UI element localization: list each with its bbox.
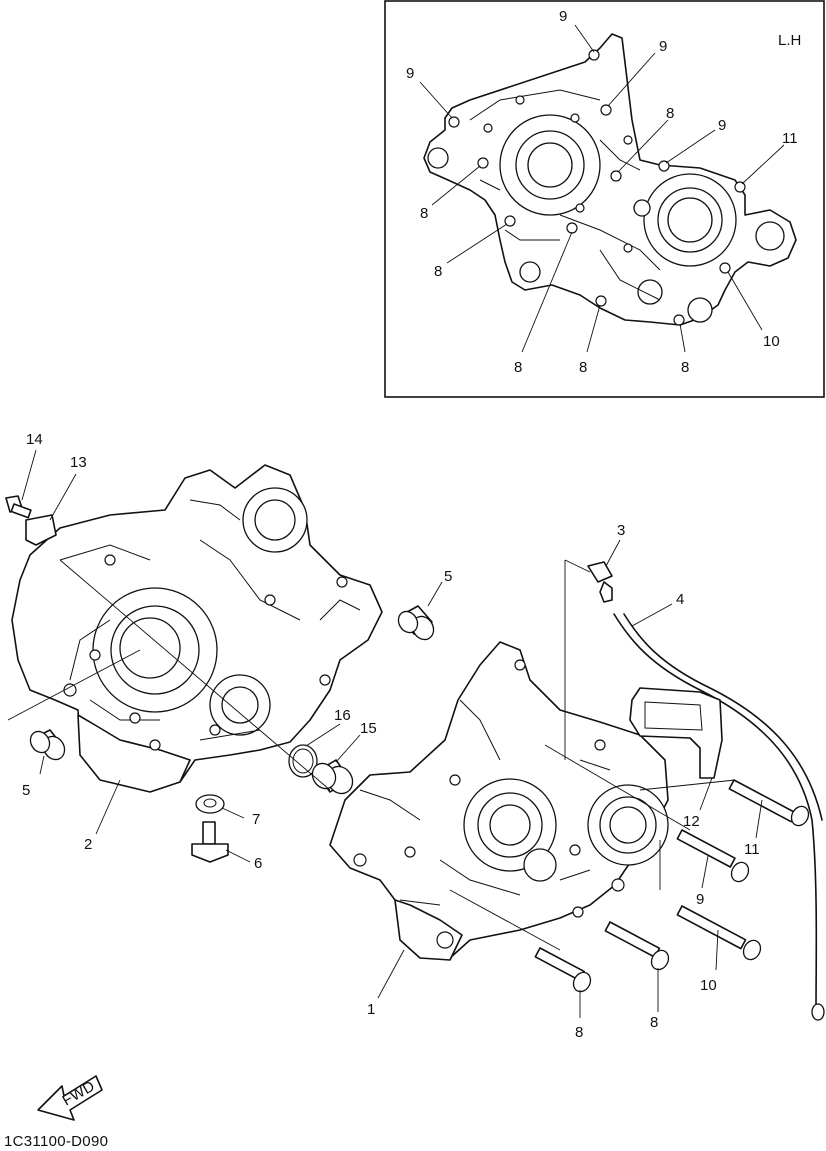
callout-2: 2 [84,836,92,853]
callout-3: 3 [617,522,625,539]
callout-11: 11 [744,841,760,858]
inset-case-outline [423,33,797,326]
callout-15: 15 [360,720,377,737]
crankcase-right-bearing-2-inner [609,806,647,844]
callout-7: 7 [252,811,260,828]
bolt-9 [676,829,750,883]
dowel-pin-5-lower [29,729,66,761]
fitting-3 [587,561,613,603]
crankcase-right-part-1 [329,641,669,961]
inset-callout-8: 8 [434,263,442,280]
drain-bolt-6 [191,821,229,863]
washer-7 [195,794,225,814]
inset-callout-9: 9 [718,117,726,134]
forward-direction-arrow: FWD [37,1075,103,1121]
crankcase-right-bearing-inner [489,804,531,846]
o-ring-16-inner [292,748,314,774]
inset-callout-8: 8 [514,359,522,376]
crankcase-left-base [77,714,191,793]
bolt-11 [728,779,810,827]
diagram-code: 1C31100-D090 [4,1133,108,1150]
crankcase-right-boss [523,848,557,882]
collar-15 [311,759,354,795]
callout-4: 4 [676,591,684,608]
inset-callout-8: 8 [579,359,587,376]
washer-7-hole [203,798,217,808]
inset-boss-d [637,279,663,305]
inset-callout-8: 8 [681,359,689,376]
callout-10: 10 [700,977,717,994]
callout-6: 6 [254,855,262,872]
bolt-10 [676,905,762,961]
callout-16: 16 [334,707,351,724]
callout-8: 8 [650,1014,658,1031]
inset-callout-8: 8 [666,105,674,122]
inset-left-hand-view: L.H [384,0,825,398]
callout-1: 1 [367,1001,375,1018]
callout-9: 9 [696,891,704,908]
inset-boss-e [687,297,713,323]
crankcase-left-part-2 [11,464,383,793]
inset-webbing [469,89,661,301]
callout-12: 12 [683,813,700,830]
crankcase-right-bolt-bosses [353,659,625,949]
crankcase-right-ribs [359,699,611,906]
callout-numbers: 14 13 3 4 5 5 16 15 7 6 2 12 11 9 10 1 8… [22,431,760,1041]
dowel-pin-5-upper [397,605,435,641]
callout-5: 5 [444,568,452,585]
guide-12 [629,687,723,779]
crankcase-left-ribs [59,499,361,741]
breather-hose-4-edge [623,613,823,821]
inset-leaders [419,24,785,353]
crankcase-left-bearing-inner [119,617,181,679]
inset-boss-a [427,147,449,169]
plate-13 [25,514,57,546]
inset-callout-10: 10 [763,333,780,350]
callout-13: 13 [70,454,87,471]
hose-end [811,1003,825,1021]
inset-callout-numbers: 9 9 9 9 11 8 8 8 10 8 8 8 [406,8,798,376]
bolt-8-b [534,947,592,993]
breather-hose-4 [613,613,818,1011]
crankcase-left-housing-inner [254,499,296,541]
bolt-8-a [604,921,670,971]
inset-callout-9: 9 [406,65,414,82]
callout-14: 14 [26,431,43,448]
guide-12-slot [644,701,703,731]
crankcase-left-bolt-bosses [63,554,348,751]
inset-frame [384,0,825,398]
assembly-lines [7,559,736,951]
inset-boss-f [633,199,651,217]
inset-callout-9: 9 [559,8,567,25]
inset-callout-11: 11 [782,130,798,147]
callout-leaders [21,449,763,1018]
inset-boss-b [755,221,785,251]
inset-callout-8: 8 [420,205,428,222]
inset-side-label: L.H [778,32,801,49]
inset-callout-9: 9 [659,38,667,55]
inset-bolt-holes [448,49,746,326]
callout-5: 5 [22,782,30,799]
bolt-14 [5,495,32,519]
callout-8: 8 [575,1024,583,1041]
inset-bearing-left-inner [527,142,573,188]
fwd-arrow-icon [37,1075,103,1121]
inset-bearing-right-inner [667,197,713,243]
crankcase-left-bearing-2-inner [221,686,259,724]
inset-boss-c [519,261,541,283]
